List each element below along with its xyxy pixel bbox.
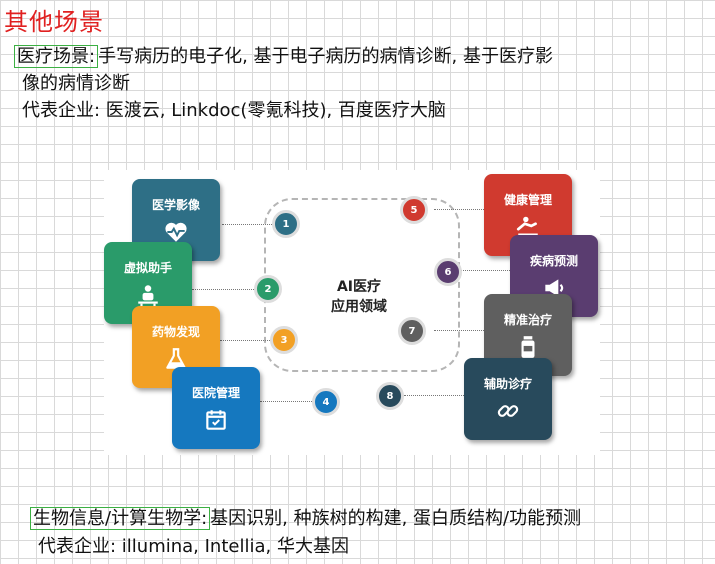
connector-1	[222, 224, 272, 225]
number-badge: 5	[400, 196, 428, 224]
section2-label: 生物信息/计算生物学:	[30, 507, 211, 530]
number-badge: 1	[272, 210, 300, 238]
section1-text-line1: 手写病历的电子化, 基于电子病历的病情诊断, 基于医疗影	[98, 46, 553, 67]
connector-6	[460, 270, 512, 271]
number-badge: 6	[434, 258, 462, 286]
card-auxiliary-diagnosis: 辅助诊疗	[464, 358, 552, 440]
number-badge: 2	[254, 275, 282, 303]
link-icon	[497, 404, 519, 417]
center-label-line1: AI医疗	[336, 279, 382, 295]
card-label: 健康管理	[503, 192, 552, 207]
card-label: 医学影像	[151, 197, 200, 212]
section1-text-line2: 像的病情诊断	[22, 73, 130, 94]
section1-label: 医疗场景:	[14, 45, 99, 68]
card-label: 辅助诊疗	[483, 376, 532, 391]
card-hospital-management: 医院管理	[172, 367, 260, 449]
card-label: 精准治疗	[503, 312, 552, 327]
connector-5	[434, 209, 486, 210]
number-badge: 3	[270, 326, 298, 354]
section1-companies: 代表企业: 医渡云, Linkdoc(零氪科技), 百度医疗大脑	[22, 100, 446, 121]
section2-text: 基因识别, 种族树的构建, 蛋白质结构/功能预测	[210, 508, 582, 529]
card-label: 虚拟助手	[123, 260, 172, 275]
number-badge: 7	[398, 317, 426, 345]
section2-companies: 代表企业: illumina, Intellia, 华大基因	[38, 536, 349, 557]
connector-3	[220, 340, 270, 341]
ai-medical-diagram: AI医疗 应用领域 医学影像 虚拟助手 药物发现 医院管理 健康管理 疾病预测 …	[104, 170, 600, 455]
page-title: 其他场景	[4, 8, 104, 36]
section1-line1: 医疗场景:手写病历的电子化, 基于电子病历的病情诊断, 基于医疗影	[14, 45, 553, 69]
section2-line1: 生物信息/计算生物学:基因识别, 种族树的构建, 蛋白质结构/功能预测	[30, 507, 581, 531]
connector-8	[404, 395, 466, 396]
health-care-icon	[516, 216, 538, 236]
card-label: 疾病预测	[529, 253, 578, 268]
center-label-line2: 应用领域	[331, 299, 387, 315]
number-badge: 4	[312, 388, 340, 416]
calendar-icon	[206, 409, 226, 430]
heart-pulse-icon	[165, 222, 187, 242]
card-label: 医院管理	[191, 385, 240, 400]
connector-2	[192, 289, 254, 290]
robot-assistant-icon	[138, 284, 158, 307]
connector-4	[260, 401, 312, 402]
connector-7	[434, 330, 486, 331]
medicine-bottle-icon	[521, 335, 535, 358]
center-label: AI医疗 应用领域	[319, 277, 399, 317]
number-badge: 8	[376, 382, 404, 410]
megaphone-icon	[545, 278, 564, 297]
card-label: 药物发现	[151, 324, 200, 339]
